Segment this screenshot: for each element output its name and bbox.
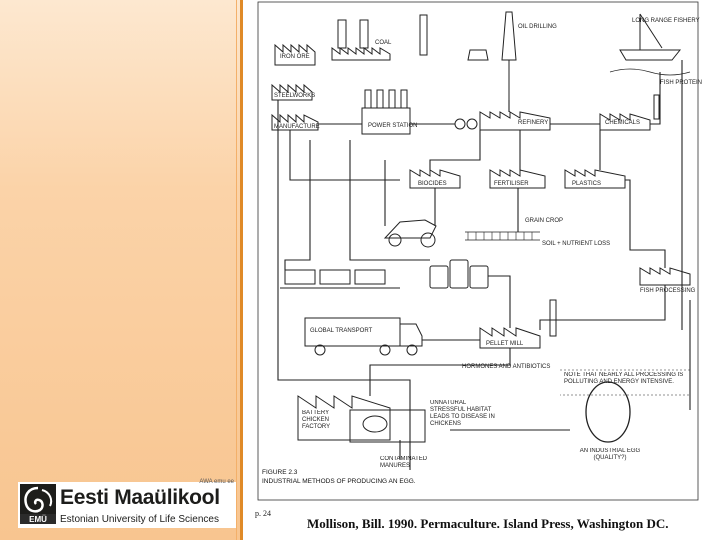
label-pellet-mill: PELLET MILL — [486, 341, 524, 347]
figure-number: FIGURE 2.3 — [262, 469, 298, 476]
sidebar-divider — [240, 0, 243, 540]
fish-processing-building — [639, 267, 691, 286]
fishing-boat — [619, 49, 682, 61]
label-manufacture: MANUFACTURE — [274, 124, 320, 130]
steelworks-building — [271, 83, 313, 101]
egg-production-diagram: IRON ORE COAL STEELWORKS MANUFACTURE POW… — [257, 1, 702, 501]
label-global-transport: GLOBAL TRANSPORT — [310, 328, 373, 334]
pellet-mill-building — [479, 327, 541, 349]
label-steelworks: STEELWORKS — [274, 93, 315, 99]
figure-caption: INDUSTRIAL METHODS OF PRODUCING AN EGG. — [262, 478, 416, 485]
label-fish-processing: FISH PROCESSING — [640, 288, 696, 294]
citation: Mollison, Bill. 1990. Permaculture. Isla… — [307, 516, 669, 531]
label-plastics: PLASTICS — [572, 181, 601, 187]
factory-label-box: BATTERY CHICKEN FACTORY — [302, 410, 331, 430]
coal-building — [331, 47, 391, 61]
manures-label-box: CONTAMINATED MANURES — [380, 456, 428, 469]
university-logo: AWA emu ee EMÜ Eesti Maaülikool Estonian… — [18, 479, 236, 528]
train-car-1 — [284, 269, 316, 285]
document-page: IRON ORE COAL STEELWORKS MANUFACTURE POW… — [250, 0, 712, 540]
battery-chicken-factory — [297, 395, 391, 441]
label-unnatural-stressful: UNNATURAL STRESSFUL HABITAT LEADS TO DIS… — [430, 400, 495, 427]
emblem-mark-text: EMÜ — [29, 515, 47, 524]
label-refinery: REFINERY — [518, 120, 548, 126]
power-chimney-4 — [400, 89, 408, 109]
refinery-building — [479, 111, 551, 131]
silo-3 — [469, 265, 489, 289]
university-subtitle: Estonian University of Life Sciences — [60, 514, 219, 525]
chemicals-building — [599, 113, 651, 131]
label-power-station: POWER STATION — [368, 123, 417, 129]
silo-1 — [429, 265, 449, 289]
oil-rig-platform — [467, 49, 489, 61]
stress-label-box: UNNATURAL STRESSFUL HABITAT LEADS TO DIS… — [430, 400, 495, 427]
label-fertiliser: FERTILISER — [494, 181, 529, 187]
power-chimney-3 — [388, 89, 396, 109]
label-coal: COAL — [375, 40, 392, 46]
iron-ore-building — [274, 43, 316, 66]
industrial-egg — [585, 381, 631, 443]
label-biocides: BIOCIDES — [418, 181, 447, 187]
label-long-range-fishery: LONG RANGE FISHERY — [632, 18, 700, 24]
label-hormones-antibiotics: HORMONES AND ANTIBIOTICS — [462, 364, 550, 370]
label-grain-crop: GRAIN CROP — [525, 218, 563, 224]
logo-small-text: AWA emu ee — [199, 479, 234, 485]
chimney — [419, 14, 428, 56]
label-oil-drilling: OIL DRILLING — [518, 24, 557, 30]
power-chimney-2 — [376, 89, 384, 109]
manufacture-building — [271, 113, 319, 131]
label-industrial-egg: AN INDUSTRIAL EGG (QUALITY?) — [579, 448, 641, 461]
label-chemicals: CHEMICALS — [605, 120, 640, 126]
sidebar-panel: AWA emu ee EMÜ Eesti Maaülikool Estonian… — [0, 0, 240, 540]
emu-emblem-icon: EMÜ — [20, 484, 56, 524]
power-chimney-1 — [364, 89, 372, 109]
oil-derrick — [501, 11, 517, 61]
diagram-frame — [257, 1, 699, 501]
egg-label-box: AN INDUSTRIAL EGG (QUALITY?) — [579, 448, 641, 461]
label-contaminated-manures: CONTAMINATED MANURES — [380, 456, 428, 469]
label-iron-ore: IRON ORE — [280, 54, 310, 60]
train-car-3 — [354, 269, 386, 285]
label-fish-protein: FISH PROTEIN — [660, 80, 702, 86]
label-soil-nutrient-loss: SOIL + NUTRIENT LOSS — [542, 241, 610, 247]
label-note: NOTE THAT NEARLY ALL PROCESSING IS POLLU… — [564, 372, 684, 385]
sidebar-divider-thin — [236, 0, 237, 540]
flow-arrows — [277, 60, 691, 470]
university-name: Eesti Maaülikool — [60, 486, 220, 509]
chicken-illustration — [362, 415, 388, 433]
tractor — [383, 219, 437, 239]
label-battery-chicken-factory: BATTERY CHICKEN FACTORY — [302, 410, 331, 430]
silo-2 — [449, 259, 469, 289]
fertiliser-building — [489, 169, 546, 189]
note-box: NOTE THAT NEARLY ALL PROCESSING IS POLLU… — [564, 372, 684, 385]
chicken-cage — [349, 409, 426, 443]
power-station-building — [361, 107, 411, 135]
train-car-2 — [319, 269, 351, 285]
page-number: p. 24 — [255, 509, 271, 518]
coal-tower — [337, 19, 347, 49]
